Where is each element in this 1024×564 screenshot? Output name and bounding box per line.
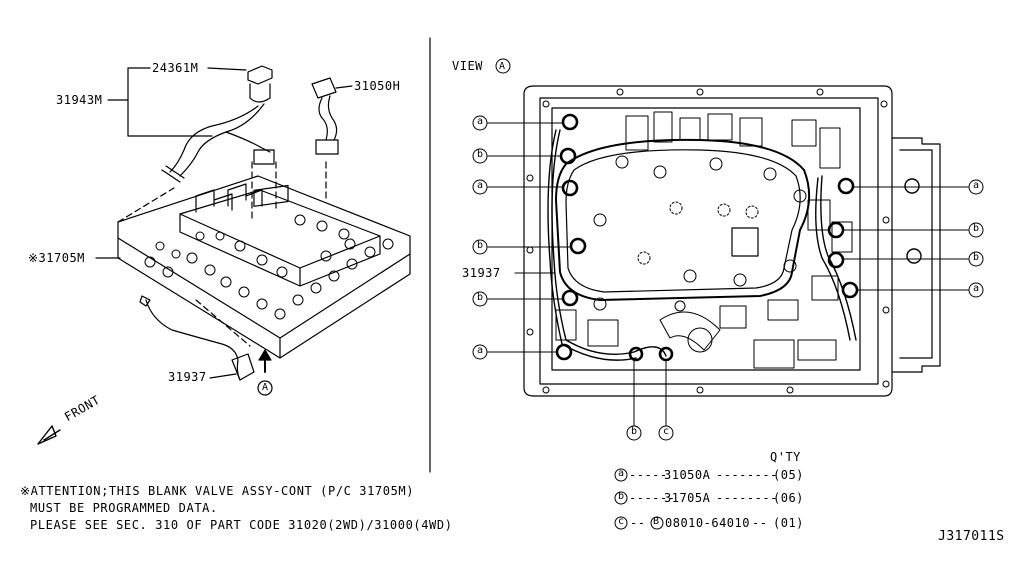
part-label-31937-left: 31937 — [168, 370, 207, 384]
legend-row-a-key: a — [618, 468, 625, 479]
a-solenoid — [561, 113, 579, 131]
legend-qty-header: Q'TY — [770, 450, 801, 464]
callout-a: a — [973, 180, 980, 191]
part-label-31937-view: 31937 — [462, 266, 501, 280]
harness-31943m — [161, 65, 275, 183]
view-title: VIEW — [452, 59, 483, 73]
callout-b: b — [477, 292, 484, 303]
callout-c: c — [663, 426, 670, 437]
valve-body-exploded — [117, 161, 411, 359]
legend-row-a-dashes-left: ----- — [629, 468, 668, 482]
legend-row-b-dashes-right: -------- — [716, 491, 778, 505]
callout-b: b — [477, 240, 484, 251]
legend-row-b-qty: (06) — [773, 491, 804, 505]
note-line-1: ※ATTENTION;THIS BLANK VALVE ASSY-CONT (P… — [20, 484, 415, 498]
legend-row-c-dashes-right: -- — [752, 516, 768, 530]
legend-row-c-bolt: B — [653, 516, 660, 527]
part-label-31705m: ※31705M — [28, 251, 85, 265]
legend-row-b-part: 31705A — [664, 491, 711, 505]
callout-b: b — [973, 252, 980, 263]
legend-row-a-part: 31050A — [664, 468, 711, 482]
note-line-2: MUST BE PROGRAMMED DATA. — [30, 501, 218, 515]
view-a-marker-circle — [257, 380, 273, 396]
callout-b: b — [631, 426, 638, 437]
view-title-marker: A — [499, 61, 506, 72]
callout-a: a — [477, 116, 484, 127]
legend-row-c-part: 08010-64010 — [665, 516, 750, 530]
transmission-case-view — [523, 85, 941, 397]
legend-row-b-dashes-left: ------ — [629, 491, 676, 505]
legend-row-a-qty: (05) — [773, 468, 804, 482]
callout-a: a — [973, 283, 980, 294]
view-marker-letter: A — [262, 382, 269, 393]
legend-row-a-dashes-right: -------- — [716, 468, 778, 482]
sensor-31937-left — [139, 295, 255, 381]
callout-circles — [472, 58, 984, 530]
note-line-3: PLEASE SEE SEC. 310 OF PART CODE 31020(2… — [30, 518, 453, 532]
part-label-31943m: 31943M — [56, 93, 103, 107]
legend-row-c-dashes-left: -- — [630, 516, 646, 530]
legend-row-c-qty: (01) — [773, 516, 804, 530]
harness-31050h — [311, 77, 339, 155]
diagram-code: J317011S — [938, 529, 1005, 544]
part-label-31050h: 31050H — [354, 79, 401, 93]
callout-b: b — [477, 149, 484, 160]
callout-a: a — [477, 180, 484, 191]
part-label-24361m: 24361M — [152, 61, 199, 75]
callout-b: b — [973, 223, 980, 234]
legend-row-b-key: b — [618, 491, 625, 502]
legend-row-c-key: c — [618, 516, 625, 527]
callout-leaders — [487, 122, 969, 427]
callout-a: a — [477, 345, 484, 356]
